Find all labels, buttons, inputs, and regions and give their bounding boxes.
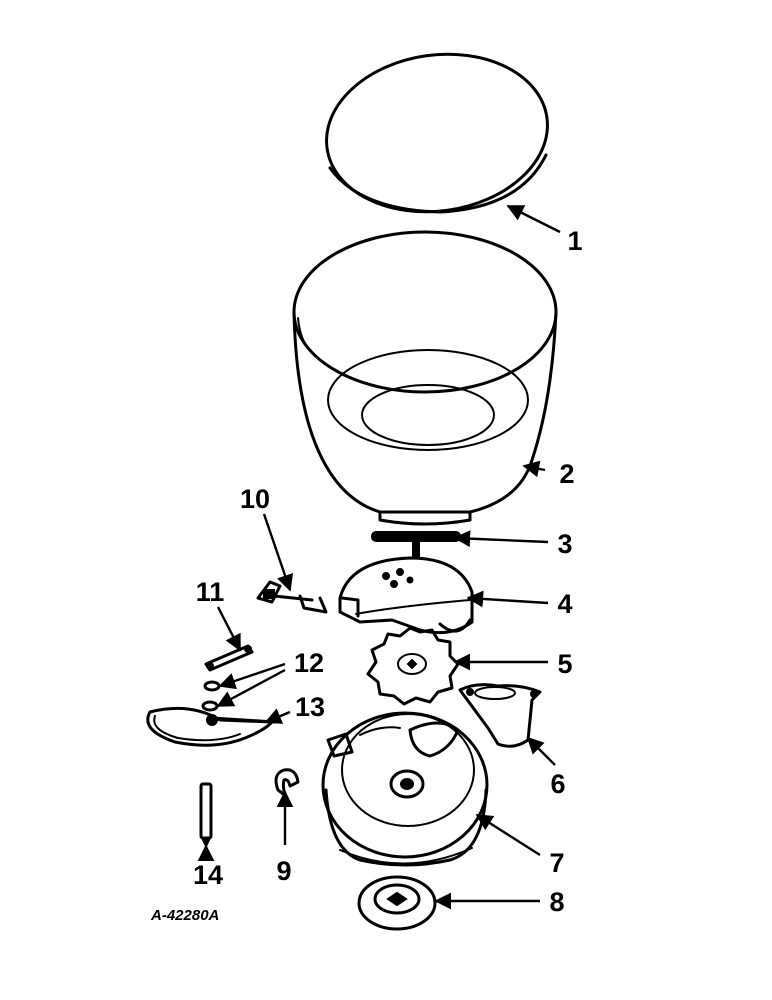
part-hopper [292,230,558,526]
callout-4: 4 [557,589,572,619]
callout-1: 1 [567,226,582,256]
callout-2: 2 [559,459,574,489]
part-hopper-bottom [321,711,489,867]
callout-3: 3 [557,529,572,559]
callout-12: 12 [294,648,324,678]
part-link [204,644,254,672]
drawing-number: A-42280A [150,907,219,924]
part-cutoff-cover [338,556,474,635]
part-lid [325,52,549,214]
part-seed-tube [458,683,542,748]
part-washers [201,680,221,712]
callout-10: 10 [240,484,270,514]
callout-labels: 1 2 3 4 5 6 7 8 9 10 11 12 13 14 [193,226,583,917]
part-shaft [371,531,461,557]
callout-14: 14 [193,860,223,890]
part-seed-plate [366,626,460,706]
part-pin [199,782,213,849]
callout-9: 9 [276,856,291,886]
leader-lines [197,204,561,910]
callout-8: 8 [549,887,564,917]
part-spring [146,706,277,747]
callout-6: 6 [550,769,565,799]
callout-7: 7 [549,848,564,878]
part-bushing [357,875,437,931]
callout-11: 11 [196,577,225,607]
callout-13: 13 [295,692,325,722]
part-knockout-lever [256,580,328,614]
part-clip [274,768,300,798]
callout-5: 5 [557,649,572,679]
